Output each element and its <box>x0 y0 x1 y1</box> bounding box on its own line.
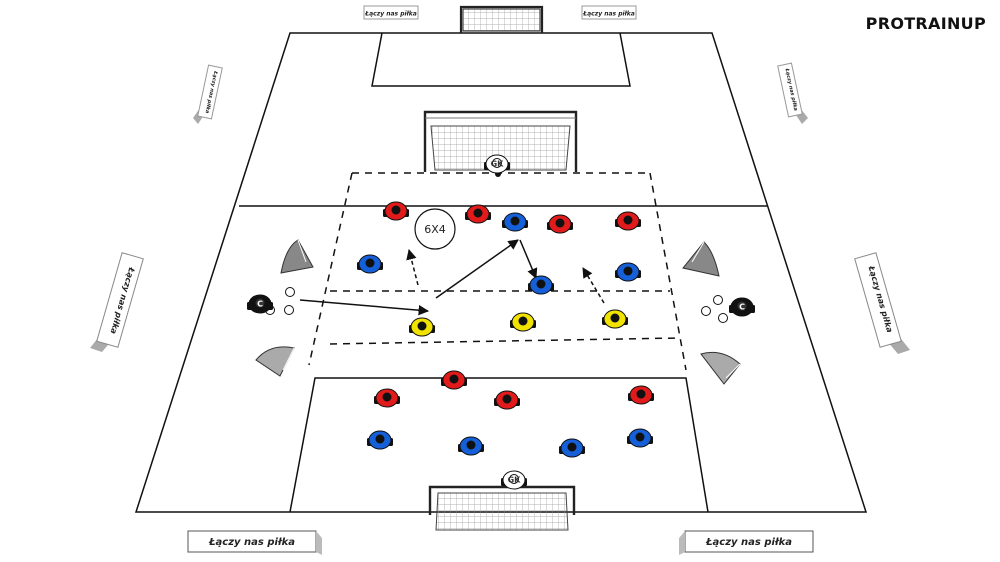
coach-label: C <box>257 300 263 309</box>
player-blue <box>528 275 554 295</box>
svg-text:6X4: 6X4 <box>424 223 446 236</box>
drill-zones <box>308 172 687 371</box>
player-blue <box>559 438 585 458</box>
player-red <box>494 390 520 410</box>
player-blue <box>357 254 383 274</box>
mini-goal-upper-right <box>682 241 720 277</box>
svg-text:Łączy nas piłka: Łączy nas piłka <box>364 11 417 18</box>
sign-bottom-left: Łączy nas piłka <box>187 530 322 555</box>
pitch-outline <box>134 32 868 513</box>
player-red <box>374 388 400 408</box>
zone-mid-lower <box>329 337 681 345</box>
pass-arrow-coach <box>299 299 430 316</box>
coach-label: C <box>739 303 745 312</box>
goalkeeper: GK <box>484 154 510 174</box>
coach: C <box>247 294 273 314</box>
pass-arrow-diagonal <box>435 239 519 299</box>
svg-text:Łączy nas piłka: Łączy nas piłka <box>582 11 635 18</box>
player-blue <box>458 436 484 456</box>
player-neutral <box>409 317 435 337</box>
ball <box>718 313 728 323</box>
player-red <box>441 370 467 390</box>
ball <box>701 306 711 316</box>
ball <box>713 295 723 305</box>
brand-logo: PROTRAINUP <box>865 14 986 33</box>
sign-bottom-right: Łączy nas piłka <box>679 530 814 555</box>
svg-text:Łączy nas piłka: Łączy nas piłka <box>208 537 295 548</box>
goalkeeper-label: GK <box>508 476 522 485</box>
player-blue <box>615 262 641 282</box>
run-arrow-blue <box>519 239 538 279</box>
player-blue <box>367 430 393 450</box>
sign-side-upper-left: Łączy nas piłka <box>193 64 223 124</box>
goal-bottom <box>428 485 576 531</box>
player-red <box>547 214 573 234</box>
player-neutral <box>602 309 628 329</box>
ball <box>284 305 294 315</box>
movement-arrows <box>299 239 605 316</box>
svg-text:Łączy nas piłka: Łączy nas piłka <box>705 537 792 548</box>
player-red <box>615 211 641 231</box>
goal-top-main <box>423 110 578 172</box>
mini-goal-upper-left <box>280 239 314 274</box>
player-red <box>628 385 654 405</box>
goalkeeper-label: GK <box>491 160 505 169</box>
mini-goal-lower-right <box>700 351 741 385</box>
coach: C <box>729 297 755 317</box>
sign-top-left: Łączy nas piłka <box>363 5 419 20</box>
run-arrow-left-dashed <box>406 248 419 286</box>
mini-goal-lower-left <box>255 346 295 377</box>
sign-side-right: Łączy nas piłka <box>854 252 910 354</box>
pitch <box>134 32 868 513</box>
penalty-area-bottom <box>289 377 709 513</box>
sign-side-left: Łączy nas piłka <box>90 252 144 352</box>
player-red <box>465 204 491 224</box>
zone-left-edge <box>308 172 353 366</box>
sign-top-right: Łączy nas piłka <box>581 5 637 20</box>
player-red <box>383 201 409 221</box>
player-blue <box>502 212 528 232</box>
sign-side-upper-right: Łączy nas piłka <box>777 62 808 124</box>
ball-stack-right <box>701 295 728 323</box>
goal-top-far <box>459 5 544 33</box>
goalkeeper: GK <box>501 470 527 490</box>
player-neutral <box>510 312 536 332</box>
drill-label-badge: 6X4 <box>414 208 456 250</box>
ball <box>285 287 295 297</box>
player-blue <box>627 428 653 448</box>
penalty-area-top <box>371 32 631 87</box>
